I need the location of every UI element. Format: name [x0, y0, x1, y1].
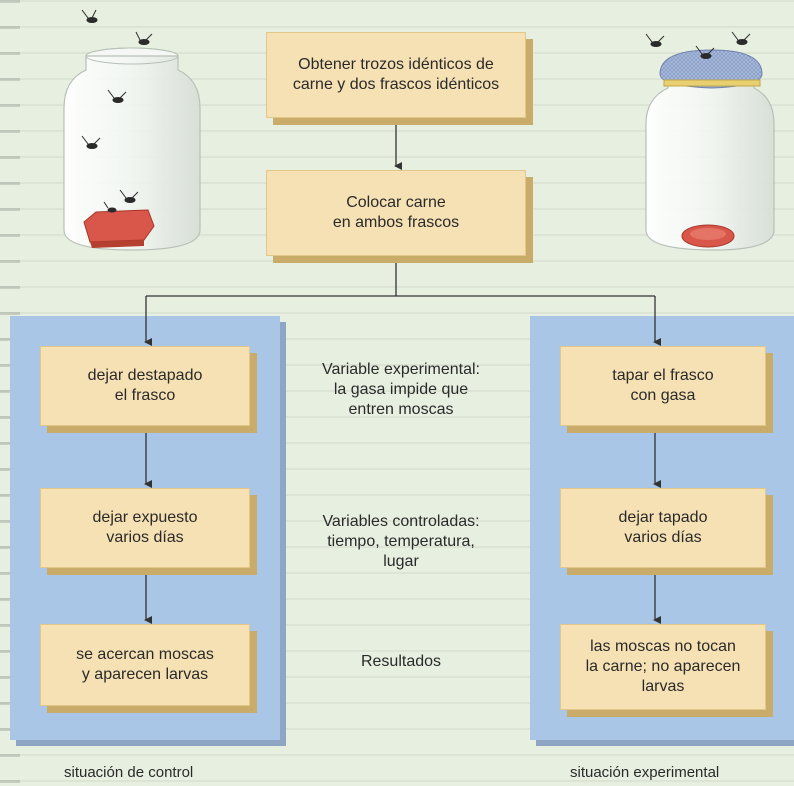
variables-controladas-text: Variables controladas: tiempo, temperatu… [322, 513, 480, 570]
step-obtain-meat-jars: Obtener trozos idénticos de carne y dos … [266, 32, 526, 118]
step-place-label: Colocar carne en ambos frascos [332, 194, 460, 231]
experimental-step-2-label: dejar tapado varios días [618, 509, 708, 546]
control-step-exposed: dejar expuesto varios días [40, 488, 250, 568]
fly-icon [695, 45, 715, 59]
control-step-result: se acercan moscas y aparecen larvas [40, 624, 250, 706]
experimental-step-result: las moscas no tocan la carne; no aparece… [560, 624, 766, 710]
step-obtain-label: Obtener trozos idénticos de carne y dos … [292, 56, 500, 93]
fly-icon [81, 135, 101, 149]
fly-icon [103, 201, 117, 213]
control-step-uncovered: dejar destapado el frasco [40, 346, 250, 426]
experimental-caption: situación experimental [570, 764, 720, 781]
fly-icon [731, 31, 751, 45]
experimental-step-covered: dejar tapado varios días [560, 488, 766, 568]
open-jar-icon [63, 9, 201, 251]
gauze-cover-icon [659, 49, 763, 89]
control-step-3-label: se acercan moscas y aparecen larvas [76, 646, 214, 683]
variable-experimental-text: Variable experimental: la gasa impide qu… [321, 361, 480, 418]
control-caption: situación de control [64, 764, 194, 781]
meat-icon [83, 209, 155, 248]
meat-icon [681, 224, 735, 248]
experimental-step-1-label: tapar el frasco con gasa [612, 367, 714, 404]
fly-icon [119, 189, 139, 203]
fly-icon [135, 31, 153, 45]
fly-icon [107, 89, 127, 103]
fly-icon [645, 33, 665, 47]
experimental-step-3-label: las moscas no tocan la carne; no aparece… [585, 638, 741, 695]
fly-icon [81, 9, 98, 23]
resultados-text: Resultados [360, 653, 442, 670]
control-step-2-label: dejar expuesto varios días [92, 509, 198, 546]
step-place-meat: Colocar carne en ambos frascos [266, 170, 526, 256]
covered-jar-icon [645, 31, 775, 251]
experimental-step-gauze: tapar el frasco con gasa [560, 346, 766, 426]
control-step-1-label: dejar destapado el frasco [87, 367, 203, 404]
